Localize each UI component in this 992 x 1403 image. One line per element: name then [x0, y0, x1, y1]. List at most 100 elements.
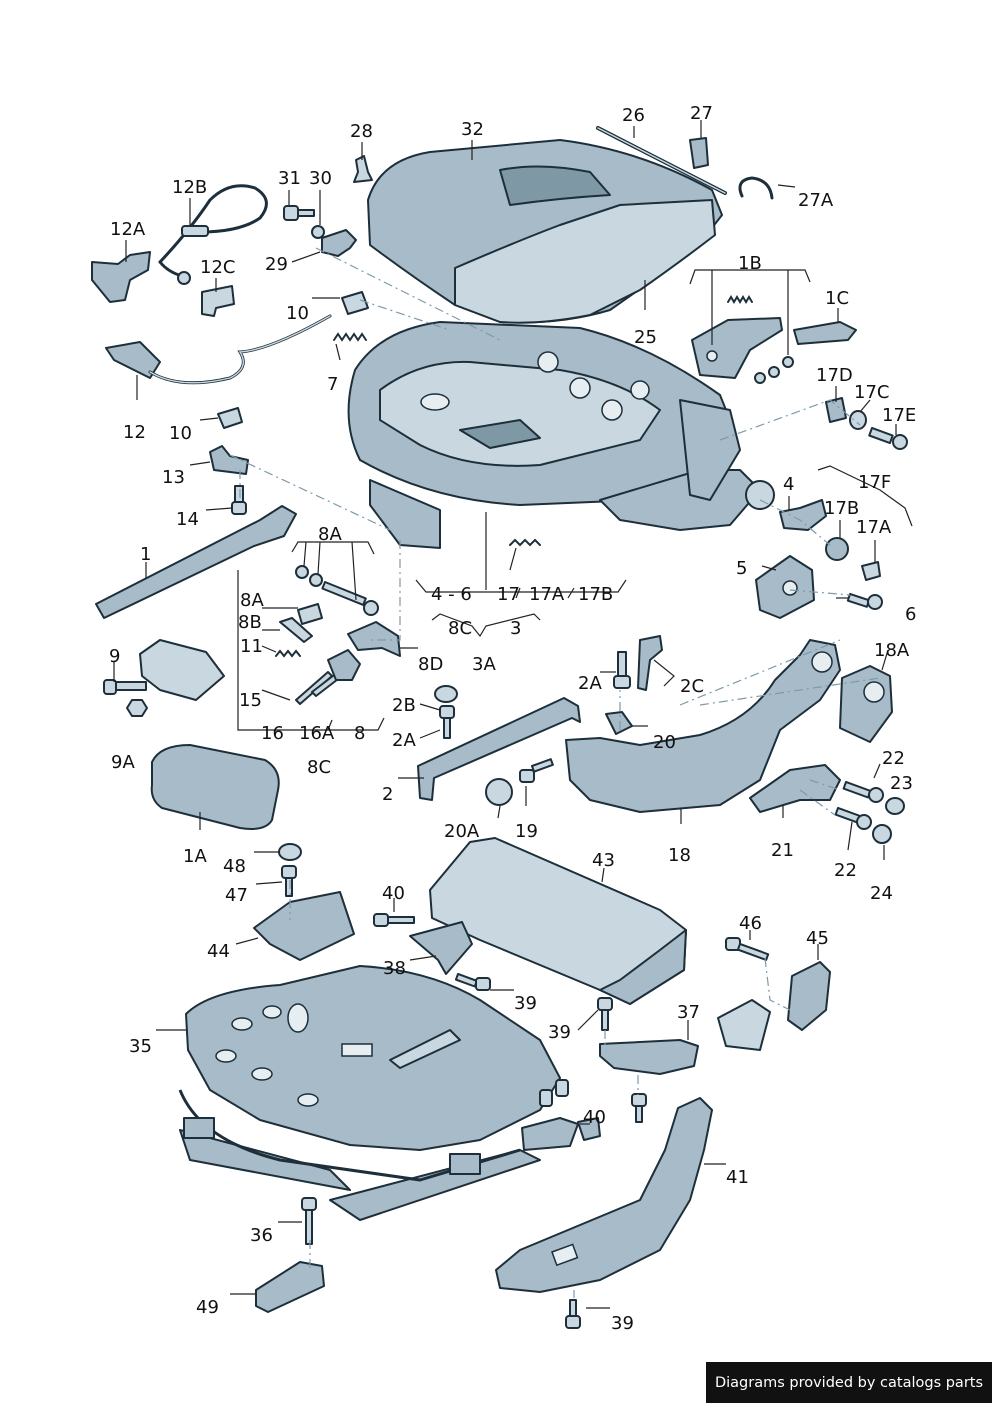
callout-12b: 12B: [172, 177, 207, 198]
callout-9: 9: [109, 646, 120, 667]
callout-12c: 12C: [200, 257, 235, 278]
bolt-9: [103, 679, 147, 695]
callout-27: 27: [690, 103, 713, 124]
seat-cushion-32: [367, 139, 723, 324]
callout-12a: 12A: [110, 219, 146, 240]
callout-labels: 28 32 26 27 27A 12B 31 30 12A 12C 29 1B …: [109, 103, 916, 1334]
callout-26: 26: [622, 105, 645, 126]
screw-39a: [454, 973, 491, 991]
callout-14: 14: [176, 509, 199, 530]
callout-49: 49: [196, 1297, 219, 1318]
callout-2a-b: 2A: [392, 730, 416, 751]
callout-1b: 1B: [738, 253, 762, 274]
bracket-38: [409, 921, 473, 975]
bracket-45: [787, 961, 831, 1031]
callout-47: 47: [225, 885, 248, 906]
screw-36: [301, 1197, 317, 1245]
callout-11: 11: [240, 636, 263, 657]
spring-17: [509, 538, 541, 547]
frame-rails: [369, 399, 775, 549]
callout-12: 12: [123, 422, 146, 443]
screw-47: [281, 865, 297, 897]
callout-2c: 2C: [680, 676, 704, 697]
callout-31: 31: [278, 168, 301, 189]
callout-3: 3: [510, 618, 521, 639]
callout-1c: 1C: [825, 288, 849, 309]
callout-2b: 2B: [392, 695, 416, 716]
callout-45: 45: [806, 928, 829, 949]
pin-8b: [279, 617, 313, 643]
bushing-10a: [341, 291, 369, 315]
clip-27: [689, 137, 709, 169]
seat-frame: [347, 321, 731, 506]
callout-19: 19: [515, 821, 538, 842]
bracket-8d: [347, 621, 401, 657]
seat-rails: [178, 1079, 601, 1221]
callout-20a: 20A: [444, 821, 480, 842]
callout-40: 40: [382, 883, 405, 904]
callout-30: 30: [309, 168, 332, 189]
callout-22: 22: [882, 748, 905, 769]
credit-banner: Diagrams provided by catalogs parts: [706, 1362, 992, 1403]
callout-3a: 3A: [472, 654, 496, 675]
callout-35: 35: [129, 1036, 152, 1057]
callout-4: 4: [783, 474, 794, 495]
bracket-37: [599, 1039, 699, 1075]
screw-2a: [613, 651, 631, 689]
callout-6: 6: [905, 604, 916, 625]
lever-8: [327, 649, 361, 681]
callout-28: 28: [350, 121, 373, 142]
callout-4-6: 4 - 6: [431, 584, 472, 605]
nut-9a: [126, 699, 148, 717]
callout-8a: 8A: [318, 524, 342, 545]
spacer-8a: [297, 603, 323, 625]
bolt-22: [842, 780, 884, 803]
side-trim-1: [95, 505, 297, 619]
callout-8c: 8C: [448, 618, 472, 639]
screw-39c: [565, 1299, 581, 1329]
bolt-40: [373, 913, 415, 927]
callout-29: 29: [265, 254, 288, 275]
cap-17a: [861, 561, 881, 581]
callout-27a: 27A: [798, 190, 834, 211]
bar-2: [417, 697, 581, 801]
bracket-13: [209, 445, 249, 475]
cover-49: [255, 1261, 325, 1313]
callout-17c: 17C: [854, 382, 889, 403]
cap-48: [278, 843, 302, 861]
gear-17b: [825, 537, 849, 561]
cap-23: [885, 797, 905, 815]
cap-20a: [485, 778, 513, 806]
callout-20: 20: [653, 732, 676, 753]
screw-37: [631, 1093, 647, 1123]
callout-17: 17: [497, 584, 520, 605]
cap-2b: [434, 685, 458, 703]
bracket-4: [779, 499, 827, 531]
callout-17b: 17B: [824, 498, 859, 519]
cover-1c: [793, 321, 857, 345]
callout-16a: 16A: [299, 723, 335, 744]
callout-1: 1: [140, 544, 151, 565]
plate-18a: [839, 665, 893, 743]
callout-40-b: 40: [583, 1107, 606, 1128]
screw-2a-b: [439, 705, 455, 739]
block-1a: [150, 744, 280, 830]
washer-8a: [309, 573, 323, 587]
clip-20: [605, 711, 633, 735]
assembly-lines: [229, 247, 881, 1298]
callout-18: 18: [668, 845, 691, 866]
bushing-10b: [217, 407, 243, 429]
callout-23: 23: [890, 773, 913, 794]
callout-43: 43: [592, 850, 615, 871]
callout-5: 5: [736, 558, 747, 579]
callout-1a: 1A: [183, 846, 207, 867]
handle-12a: [91, 251, 151, 303]
callout-17a-b: 17A: [529, 584, 565, 605]
bushing-17c: [849, 410, 867, 430]
side-trim-41: [495, 1097, 713, 1293]
callout-22-b: 22: [834, 860, 857, 881]
callout-24: 24: [870, 883, 893, 904]
callout-17b-b: 17B: [578, 584, 613, 605]
